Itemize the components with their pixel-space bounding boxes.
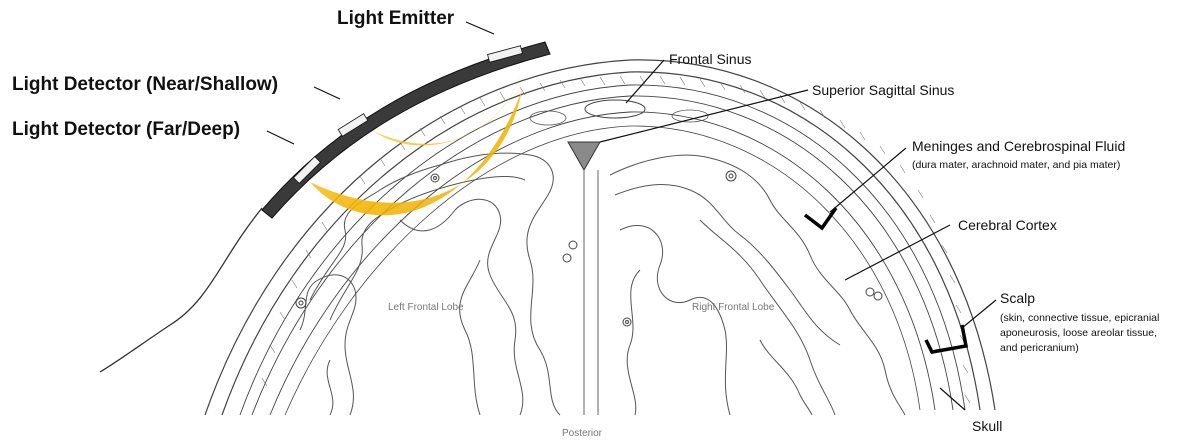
- label-cerebral-cortex: Cerebral Cortex: [958, 217, 1057, 233]
- label-scalp-sub-2: aponeurosis, loose areolar tissue,: [1000, 326, 1157, 341]
- leader-lines: [267, 22, 996, 410]
- label-posterior: Posterior: [562, 428, 602, 439]
- label-meninges: Meninges and Cerebrospinal Fluid: [912, 138, 1125, 154]
- label-frontal-sinus: Frontal Sinus: [669, 51, 751, 67]
- label-light-emitter: Light Emitter: [337, 8, 454, 30]
- label-left-frontal-lobe: Left Frontal Lobe: [388, 302, 464, 313]
- label-scalp-sub-1: (skin, connective tissue, epicranial: [1000, 311, 1159, 326]
- left-gyri: [300, 153, 560, 415]
- superior-sagittal-sinus: [568, 142, 600, 170]
- label-detector-near: Light Detector (Near/Shallow): [12, 74, 278, 96]
- label-superior-sagittal-sinus: Superior Sagittal Sinus: [812, 82, 954, 98]
- label-skull: Skull: [972, 418, 1002, 434]
- label-scalp: Scalp: [1000, 290, 1035, 306]
- vessels: [296, 171, 882, 326]
- frontal-sinus: [585, 100, 645, 118]
- scalp-bracket: [926, 325, 966, 352]
- right-gyri: [610, 155, 905, 415]
- label-meninges-sub: (dura mater, arachnoid mater, and pia ma…: [912, 158, 1120, 173]
- label-detector-far: Light Detector (Far/Deep): [12, 119, 240, 141]
- label-scalp-sub-3: and pericranium): [1000, 341, 1079, 356]
- head-layers: [205, 60, 995, 415]
- label-right-frontal-lobe: Right Frontal Lobe: [692, 302, 774, 313]
- fiber-cable: [100, 208, 262, 372]
